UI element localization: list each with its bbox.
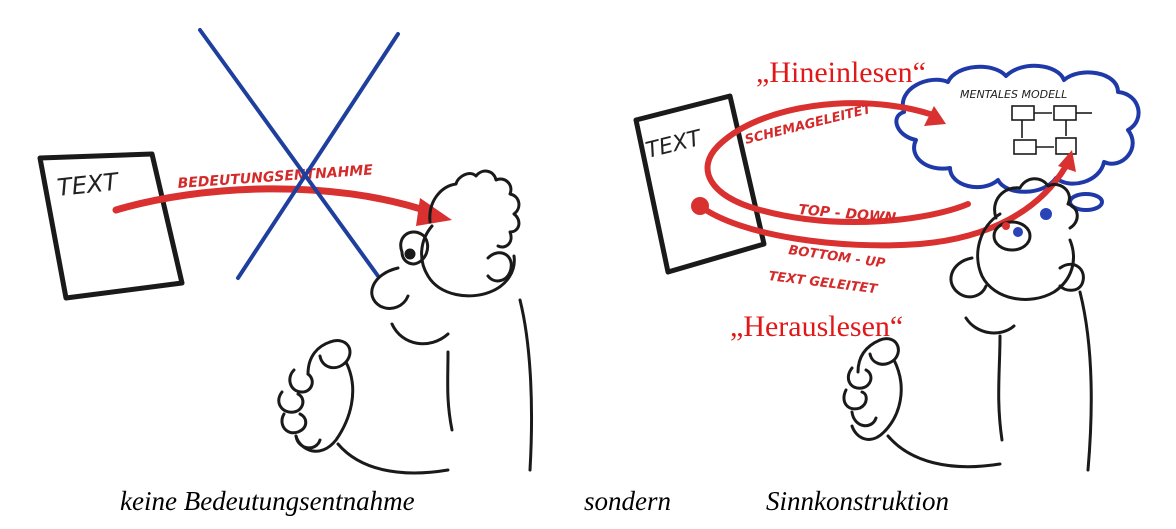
right-panel: TEXT MENTALES MODELL SCHEM [636,56,1139,470]
caption-middle: sondern [584,486,671,517]
caption-left: keine Bedeutungsentnahme [120,486,415,517]
left-text-label: TEXT [56,168,122,202]
model-diagram [1012,106,1092,154]
cloud-title: MENTALES MODELL [960,88,1067,101]
herauslesen-label: „Herauslesen“ [730,310,903,343]
cross-out-mark [200,30,398,278]
right-text-label: TEXT [643,126,705,164]
left-text-sheet: TEXT [40,154,182,298]
left-panel: TEXT BEDEUTUNGSENTNAHME [40,30,532,473]
text-guided-label: TEXT GELEITET [768,269,879,297]
hineinlesen-label: „Hineinlesen“ [756,56,926,89]
right-text-sheet: TEXT [636,96,764,272]
caption-right: Sinnkonstruktion [766,486,949,517]
left-reader-figure [279,171,532,473]
